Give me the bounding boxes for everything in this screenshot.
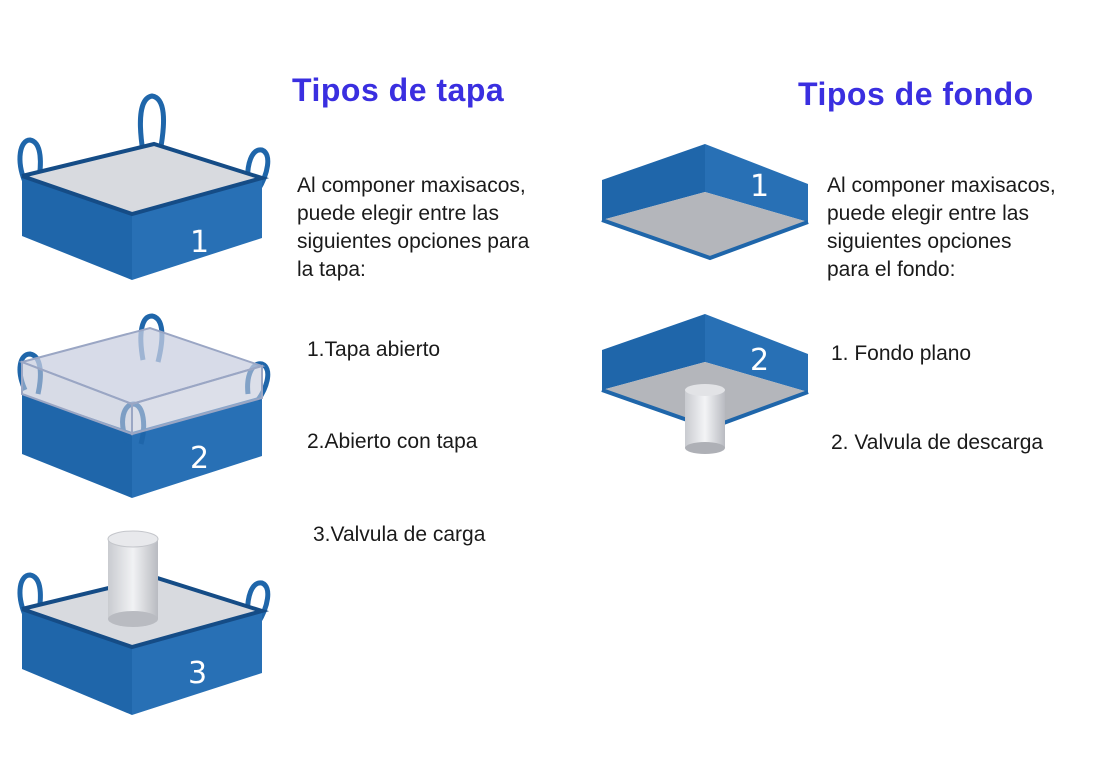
tapa-intro-text: Al componer maxisacos, puede elegir entr… bbox=[297, 172, 529, 284]
bottom-base bbox=[602, 192, 808, 258]
figure-number: 2 bbox=[190, 441, 209, 476]
tapa-option-2: 2.Abierto con tapa bbox=[307, 430, 478, 453]
filling-valve bbox=[107, 530, 159, 627]
fondo-intro-line: puede elegir entre las bbox=[827, 202, 1029, 225]
tapa-intro-line: puede elegir entre las bbox=[297, 202, 499, 225]
bag-left-face bbox=[22, 609, 132, 715]
tapa-intro-line: siguientes opciones para bbox=[297, 230, 530, 253]
tapa-intro-line: la tapa: bbox=[297, 258, 366, 281]
bag-tapa-abierto-figure: 1 bbox=[17, 93, 271, 280]
fondo-intro-line: para el fondo: bbox=[827, 258, 956, 281]
figure-number: 1 bbox=[750, 169, 769, 204]
tapa-option-1: 1.Tapa abierto bbox=[307, 338, 441, 361]
bag-right-face bbox=[132, 611, 262, 715]
bottom-back-right bbox=[705, 314, 808, 392]
fondo-plano-figure: 1 bbox=[601, 144, 809, 261]
fondo-option-2: 2. Valvula de descarga bbox=[831, 431, 1044, 454]
fondo-intro-line: siguientes opciones bbox=[827, 230, 1012, 253]
bag-abierto-con-tapa-figure: 2 bbox=[17, 313, 271, 498]
tapa-intro-line: Al componer maxisacos, bbox=[297, 174, 526, 197]
bag-left-face bbox=[22, 394, 132, 498]
fondo-intro-text: Al componer maxisacos, puede elegir entr… bbox=[827, 172, 1056, 284]
title-tipos-de-tapa: Tipos de tapa bbox=[292, 72, 505, 108]
fondo-option-1: 1. Fondo plano bbox=[831, 342, 972, 365]
fondo-intro-line: Al componer maxisacos, bbox=[827, 174, 1056, 197]
bottom-back-left bbox=[602, 314, 705, 390]
bag-left-face bbox=[22, 176, 132, 280]
title-tipos-de-fondo: Tipos de fondo bbox=[798, 76, 1034, 112]
figure-number: 1 bbox=[190, 225, 209, 260]
bottom-back-right bbox=[705, 144, 808, 222]
bottom-back-left bbox=[602, 144, 705, 220]
bag-right-face bbox=[132, 396, 262, 498]
bag-valvula-de-carga-figure: 3 bbox=[17, 530, 271, 715]
bag-right-face bbox=[132, 178, 262, 280]
discharge-valve bbox=[685, 384, 725, 454]
valvula-de-descarga-figure: 2 bbox=[601, 314, 809, 454]
figure-number: 2 bbox=[750, 343, 769, 378]
lid-right bbox=[131, 364, 263, 436]
tapa-option-3: 3.Valvula de carga bbox=[313, 523, 486, 546]
figure-number: 3 bbox=[188, 656, 207, 691]
